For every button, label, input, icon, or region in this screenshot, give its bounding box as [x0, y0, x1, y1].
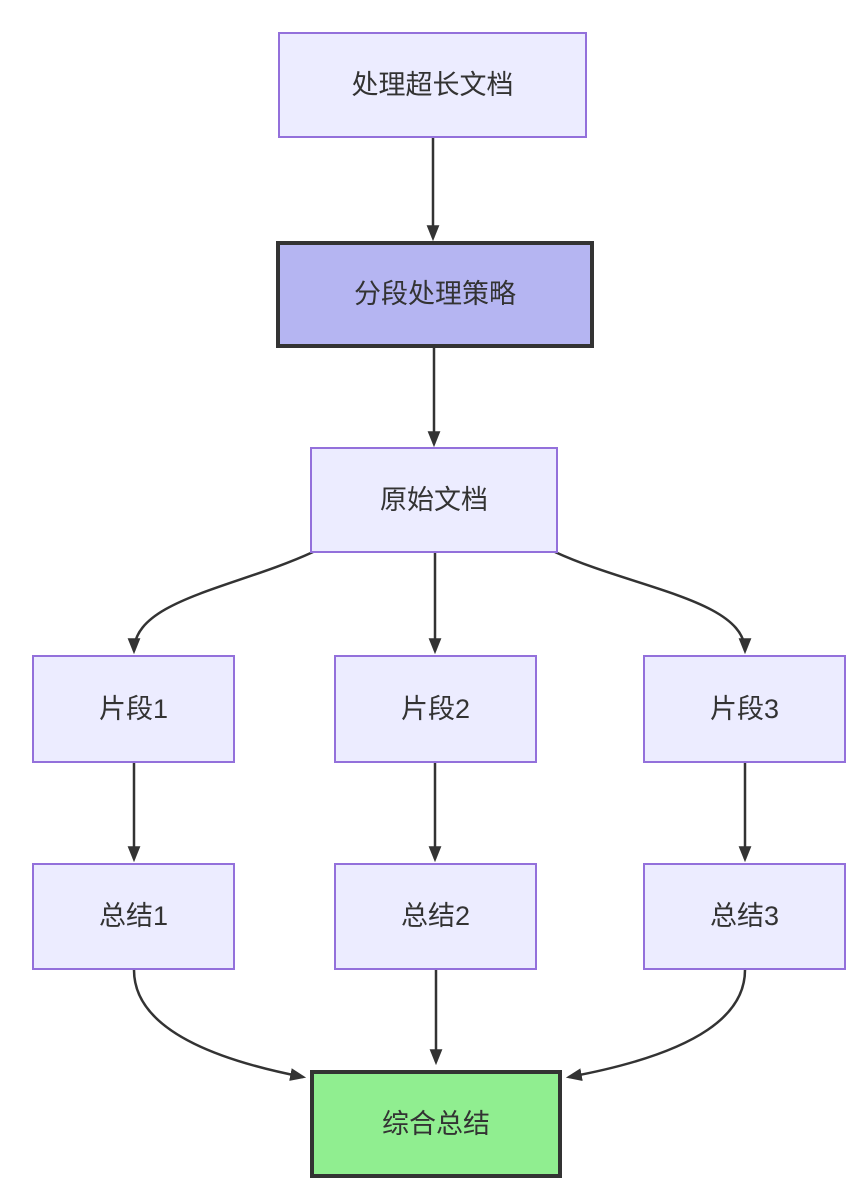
node-label: 片段2	[400, 693, 471, 724]
node-summary-1: 总结1	[32, 863, 235, 970]
node-label: 处理超长文档	[351, 69, 514, 100]
node-combined-summary: 综合总结	[310, 1070, 562, 1178]
node-label: 总结2	[400, 901, 471, 932]
node-label: 原始文档	[380, 484, 488, 515]
edge-G-J	[132, 969, 307, 1081]
node-label: 总结3	[709, 901, 780, 932]
node-original-document: 原始文档	[310, 447, 558, 553]
edge-C-F	[554, 550, 752, 655]
node-segment-3: 片段3	[643, 655, 846, 763]
node-label: 总结1	[98, 901, 169, 932]
node-segment-strategy: 分段处理策略	[276, 241, 594, 348]
node-segment-2: 片段2	[334, 655, 537, 763]
node-summary-2: 总结2	[334, 863, 537, 970]
edge-I-J	[565, 969, 747, 1081]
node-label: 综合总结	[382, 1108, 490, 1139]
node-label: 分段处理策略	[354, 279, 516, 310]
edge-C-D	[127, 550, 314, 655]
node-process-long-document: 处理超长文档	[278, 32, 587, 138]
node-label: 片段3	[709, 693, 780, 724]
node-label: 片段1	[98, 693, 169, 724]
node-segment-1: 片段1	[32, 655, 235, 763]
node-summary-3: 总结3	[643, 863, 846, 970]
